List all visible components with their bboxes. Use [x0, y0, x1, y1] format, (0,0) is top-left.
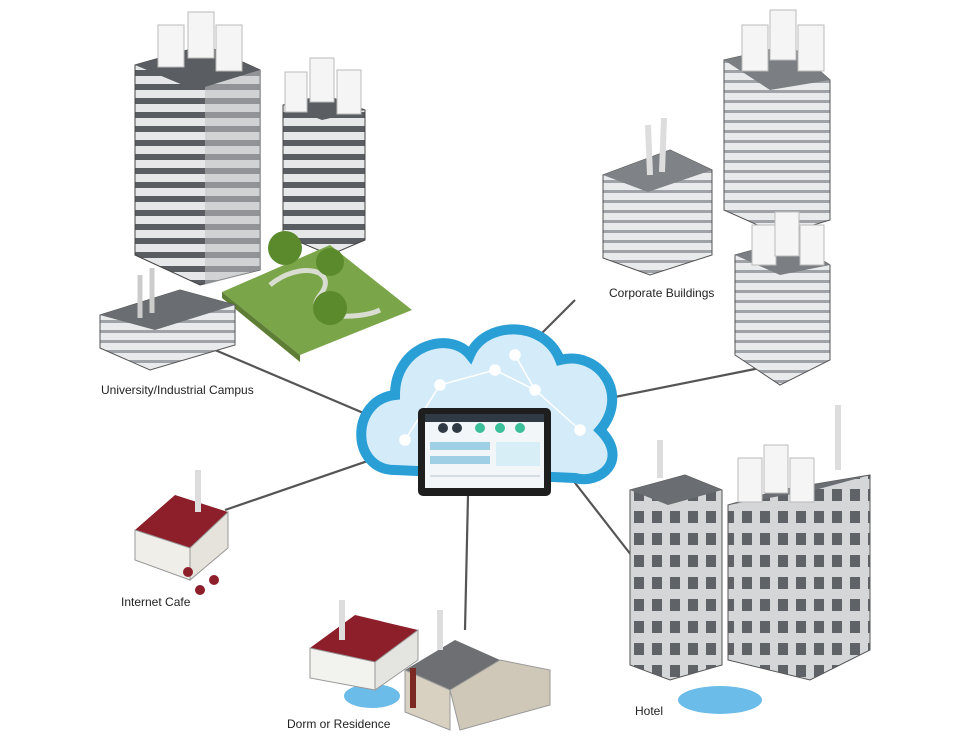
access-point-icon [215, 24, 243, 72]
access-point-icon [737, 457, 763, 503]
campus-tower-left [134, 11, 261, 286]
access-point-icon [751, 224, 777, 266]
link-dorm [463, 494, 470, 631]
access-point-icon [741, 24, 769, 72]
label-dorm: Dorm or Residence [287, 717, 391, 731]
tablet-dashboard [418, 408, 551, 496]
campus-tower-right [282, 57, 366, 256]
dorm-buildings [309, 600, 551, 731]
access-point-icon [799, 224, 825, 266]
access-point-icon [187, 11, 215, 59]
access-point-icon [336, 69, 362, 115]
link-corporate-tower [599, 366, 761, 402]
link-cafe [224, 453, 386, 512]
cafe-table-icon [209, 575, 219, 585]
access-point-icon [797, 24, 825, 72]
tree-icon [316, 248, 344, 276]
corporate-mid-building [602, 117, 713, 276]
campus-low-building [99, 268, 236, 371]
label-corporate: Corporate Buildings [609, 286, 715, 300]
tree-icon [313, 291, 347, 325]
access-point-icon [157, 24, 185, 68]
tree-icon [268, 231, 302, 265]
cafe-table-icon [183, 567, 193, 577]
corporate-lower-tower [734, 211, 831, 386]
access-point-icon [774, 211, 800, 257]
link-campus [214, 348, 381, 422]
link-hotel [564, 469, 636, 561]
antenna-icon [659, 117, 667, 173]
access-point-icon [309, 57, 335, 103]
label-hotel: Hotel [635, 704, 664, 718]
access-point-icon [763, 444, 789, 494]
access-point-icon [769, 9, 797, 61]
corporate-tall-tower [723, 9, 831, 236]
campus-lawn [222, 231, 412, 362]
hotel-buildings [629, 405, 871, 714]
label-campus: University/Industrial Campus [101, 383, 254, 397]
internet-cafe-building [134, 470, 229, 595]
label-cafe: Internet Cafe [121, 595, 191, 609]
connection-lines [214, 299, 761, 631]
access-point-icon [284, 71, 308, 113]
cafe-table-icon [195, 585, 205, 595]
access-point-icon [789, 457, 815, 503]
antenna-icon [645, 124, 653, 176]
